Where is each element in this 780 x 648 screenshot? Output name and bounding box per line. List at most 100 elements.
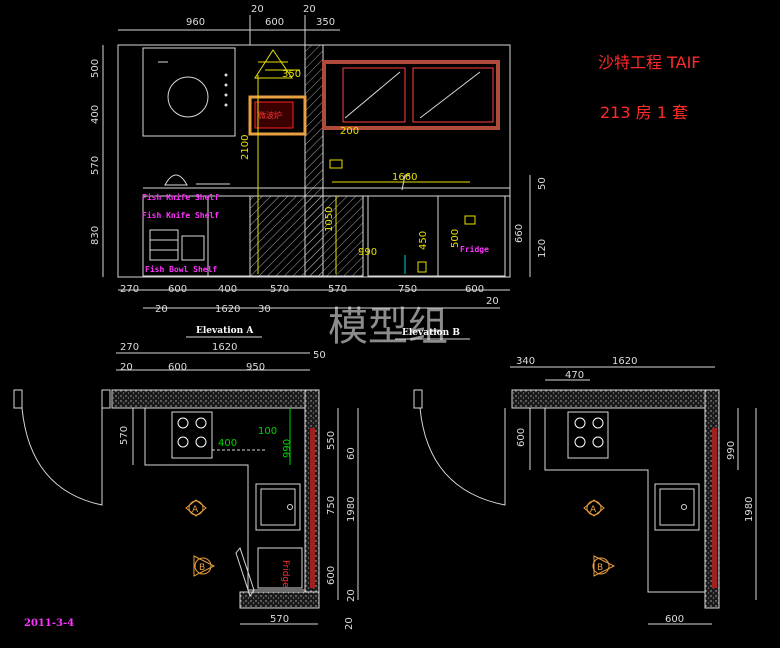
dim-left-400: 400: [90, 105, 101, 124]
label-fridge: Fridge: [460, 244, 489, 254]
microwave-label: 微波炉: [258, 110, 282, 120]
plan-right-dim-340: 340: [516, 356, 535, 367]
window-pane-left: [342, 67, 406, 123]
dim-top-960: 960: [186, 17, 205, 28]
label-fish-knife-shelf-2: Fish Knife Shelf: [142, 210, 219, 220]
dim-2100: 2100: [240, 135, 251, 160]
microwave-icon: [248, 95, 307, 136]
plan-left-dim-750: 750: [326, 496, 337, 515]
dim-1660-inner: 1660: [392, 172, 417, 183]
dim-bottom-600a: 600: [168, 284, 187, 295]
plan-left-dim-950: 950: [246, 362, 265, 373]
dim-bottom-570a: 570: [270, 284, 289, 295]
plan-left-dim-570-left: 570: [119, 426, 130, 445]
plan-right-dim-990: 990: [726, 441, 737, 460]
plan-left-dim-60: 60: [346, 447, 357, 460]
plan-left-dim-990: 990: [282, 439, 293, 458]
plan-left-dim-100: 100: [258, 426, 277, 437]
plan-left-counter-outline: [144, 408, 305, 591]
plan-right: 340 1620 470 600 990 1980 600 A B: [413, 356, 757, 625]
base-cabinet-2: [207, 195, 251, 277]
title-block: 沙特工程 TAIF 213 房 1 套: [598, 53, 701, 122]
window-frame: [322, 60, 500, 130]
plan-left-marker-a: A: [192, 505, 199, 515]
dim-bottom-1620: 1620: [215, 304, 240, 315]
dim-right-660: 660: [514, 224, 525, 243]
plan-right-dim-470: 470: [565, 370, 584, 381]
washer-drum-icon: [167, 76, 209, 118]
plan-right-dim-1980: 1980: [744, 497, 755, 522]
plan-left-dim-1620: 1620: [212, 342, 237, 353]
dim-450-inner: 450: [418, 231, 429, 250]
plan-left-dim-600: 600: [168, 362, 187, 373]
base-cabinet-4: [304, 195, 364, 277]
dim-bottom-20b: 20: [486, 296, 499, 307]
plan-right-dim-1620: 1620: [612, 356, 637, 367]
dim-bottom-270: 270: [120, 284, 139, 295]
dim-top-350: 350: [316, 17, 335, 28]
plan-left-fridge-label: Fridge: [280, 560, 290, 588]
plan-left-dim-600-right: 600: [326, 566, 337, 585]
base-cabinet-3: [249, 195, 306, 277]
plan-right-marker-b: B: [597, 563, 603, 573]
dim-500-inner: 500: [450, 229, 461, 248]
elevation-a: 微波炉 Fish Knife Shelf Fish Knife Shelf Fi…: [90, 4, 548, 338]
plan-right-marker-a: A: [590, 505, 597, 515]
plan-left: 270 1620 20 600 950 50 Fridge 400 100 99…: [13, 342, 359, 630]
dim-350-inner: 350: [282, 69, 301, 80]
plan-left-dim-20: 20: [120, 362, 133, 373]
dim-left-570: 570: [90, 156, 101, 175]
plan-left-dim-570-bottom: 570: [270, 614, 289, 625]
plan-right-dim-600-bottom: 600: [665, 614, 684, 625]
drawing-date: 2011-3-4: [24, 618, 74, 629]
dim-bottom-20a: 20: [155, 304, 168, 315]
cooktop-icon: [171, 411, 213, 459]
range-hood-icon: [254, 49, 293, 79]
upper-cabinet: [142, 47, 236, 137]
base-cabinet-6: [437, 195, 506, 277]
dim-bottom-600b: 600: [465, 284, 484, 295]
plan-left-dim-270: 270: [120, 342, 139, 353]
sink-icon: [255, 483, 301, 531]
plan-left-wall-bottom: [239, 591, 320, 609]
dim-bottom-750: 750: [398, 284, 417, 295]
plan-right-dim-600-left: 600: [516, 428, 527, 447]
elevation-a-title: Elevation A: [196, 326, 254, 336]
label-fish-knife-shelf-1: Fish Knife Shelf: [142, 192, 219, 202]
elevation-b-title: Elevation B: [402, 328, 460, 338]
dim-990-inner: 990: [358, 247, 377, 258]
dim-1050-inner: 1050: [324, 207, 335, 232]
dim-left-500: 500: [90, 59, 101, 78]
dim-bottom-30: 30: [258, 304, 271, 315]
project-subtitle: 213 房 1 套: [600, 103, 688, 122]
plan-left-dim-50: 50: [313, 350, 326, 361]
dim-right-120: 120: [537, 239, 548, 258]
fridge-icon: [257, 547, 303, 589]
plan-left-dim-400: 400: [218, 438, 237, 449]
plan-right-cooktop-icon: [567, 411, 609, 459]
window-pane-right: [412, 67, 494, 123]
dim-top-20b: 20: [303, 4, 316, 15]
plan-right-door-swing-icon: [419, 407, 506, 506]
plan-right-wall-top: [511, 389, 718, 409]
marker-b-icon: [193, 555, 216, 577]
watermark-text: 模型组: [328, 304, 448, 350]
plan-left-dim-1980: 1980: [346, 497, 357, 522]
plan-left-marker-b: B: [199, 563, 205, 573]
dim-right-50: 50: [537, 177, 548, 190]
dim-200-inner: 200: [340, 126, 359, 137]
dim-top-600: 600: [265, 17, 284, 28]
plan-right-counter-outline: [544, 408, 705, 593]
plan-right-sink-icon: [654, 483, 700, 531]
dim-left-830: 830: [90, 226, 101, 245]
project-title: 沙特工程 TAIF: [598, 53, 701, 72]
plan-left-dim-550: 550: [326, 431, 337, 450]
label-fish-bowl-shelf: Fish Bowl Shelf: [145, 264, 217, 274]
dim-top-20a: 20: [251, 4, 264, 15]
door-swing-icon: [21, 407, 103, 506]
plan-left-dim-20-right: 20: [346, 589, 357, 602]
dim-bottom-570b: 570: [328, 284, 347, 295]
dim-bottom-400: 400: [218, 284, 237, 295]
plan-left-wall-top: [111, 389, 318, 409]
